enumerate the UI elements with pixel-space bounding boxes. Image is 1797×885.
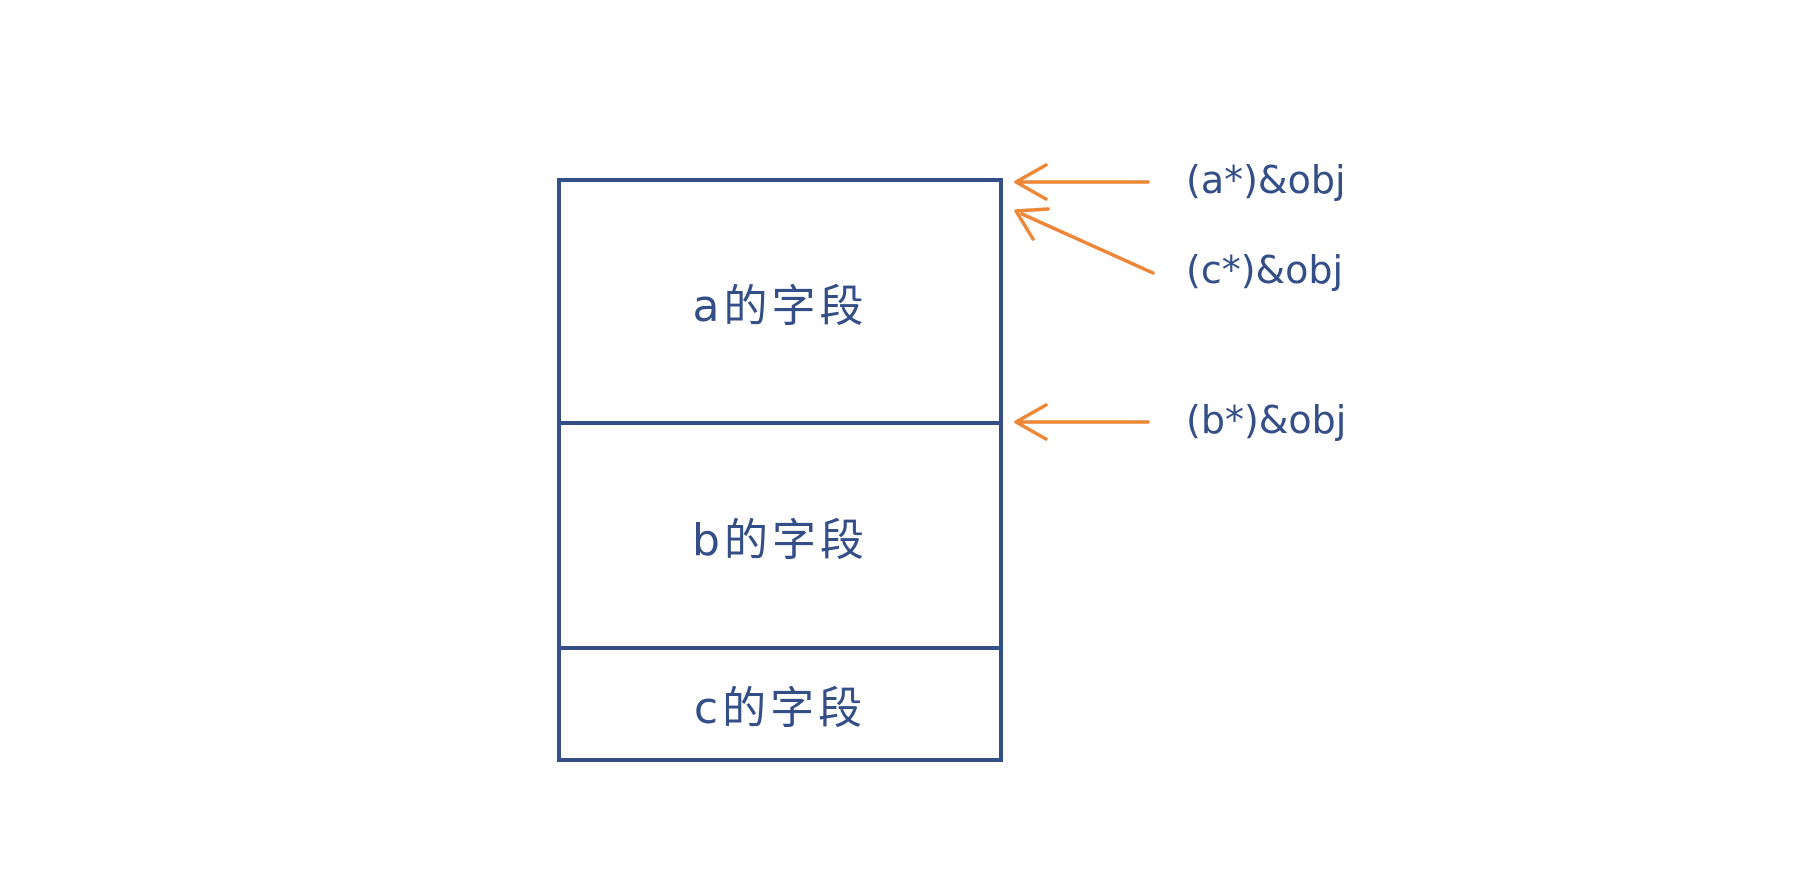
row-b-label: b的字段 (692, 514, 868, 566)
memory-row-c: c的字段 (561, 646, 999, 758)
object-memory-box: a的字段 b的字段 c的字段 (557, 178, 1003, 762)
memory-row-a: a的字段 (561, 182, 999, 421)
pointer-label-a: (a*)&obj (1186, 158, 1346, 202)
row-c-label: c的字段 (693, 683, 867, 734)
pointer-label-b: (b*)&obj (1186, 398, 1347, 442)
pointer-label-c: (c*)&obj (1186, 248, 1344, 292)
arrow-b-pointer-icon (1014, 403, 1150, 441)
memory-row-b: b的字段 (561, 421, 999, 646)
arrow-c-pointer-icon (1014, 207, 1155, 275)
arrow-a-pointer-icon (1014, 163, 1150, 201)
row-a-label: a的字段 (692, 280, 868, 332)
